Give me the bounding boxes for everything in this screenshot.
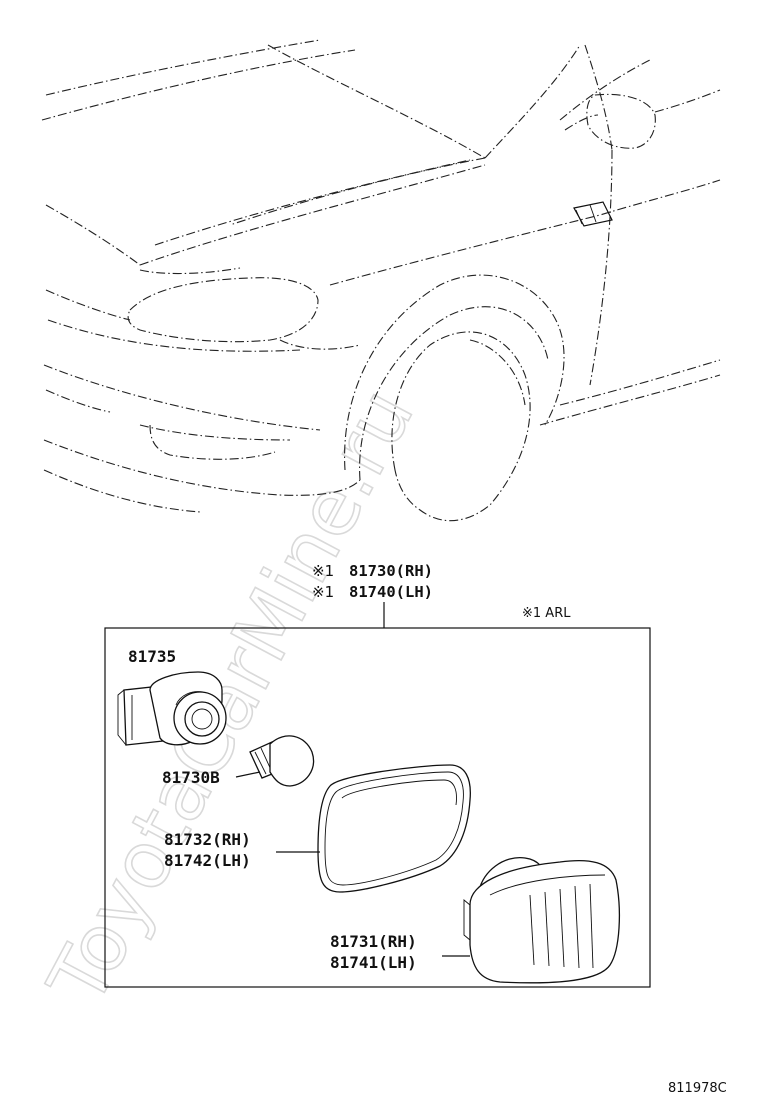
callout-mark-2: ※1 bbox=[312, 583, 334, 601]
label-81730b: 81730B bbox=[162, 768, 220, 787]
assembly-part-lh: 81740(LH) bbox=[349, 583, 433, 601]
assembly-callout: ※1 81730(RH) ※1 81740(LH) bbox=[312, 562, 433, 628]
label-81735: 81735 bbox=[128, 647, 176, 666]
gasket-81732-81742: 81732(RH) 81742(LH) bbox=[164, 764, 471, 893]
label-81742: 81742(LH) bbox=[164, 851, 251, 870]
leader-81730b bbox=[235, 771, 261, 778]
label-81732: 81732(RH) bbox=[164, 830, 251, 849]
assembly-frame bbox=[104, 627, 651, 988]
arl-note: ※1 ARL bbox=[522, 606, 571, 621]
assembly-part-rh: 81730(RH) bbox=[349, 562, 433, 580]
label-81741: 81741(LH) bbox=[330, 953, 417, 972]
lens-81731-81741: 81731(RH) 81741(LH) bbox=[330, 857, 621, 984]
watermark: ToyotaCarMine.ru bbox=[32, 375, 432, 1020]
label-81731: 81731(RH) bbox=[330, 932, 417, 951]
callout-mark-1: ※1 bbox=[312, 562, 334, 580]
socket-81735: 81735 bbox=[117, 647, 227, 746]
car-front-illustration bbox=[41, 39, 721, 522]
figure-code: 811978C bbox=[668, 1081, 727, 1096]
bulb-81730b: 81730B bbox=[162, 735, 315, 787]
